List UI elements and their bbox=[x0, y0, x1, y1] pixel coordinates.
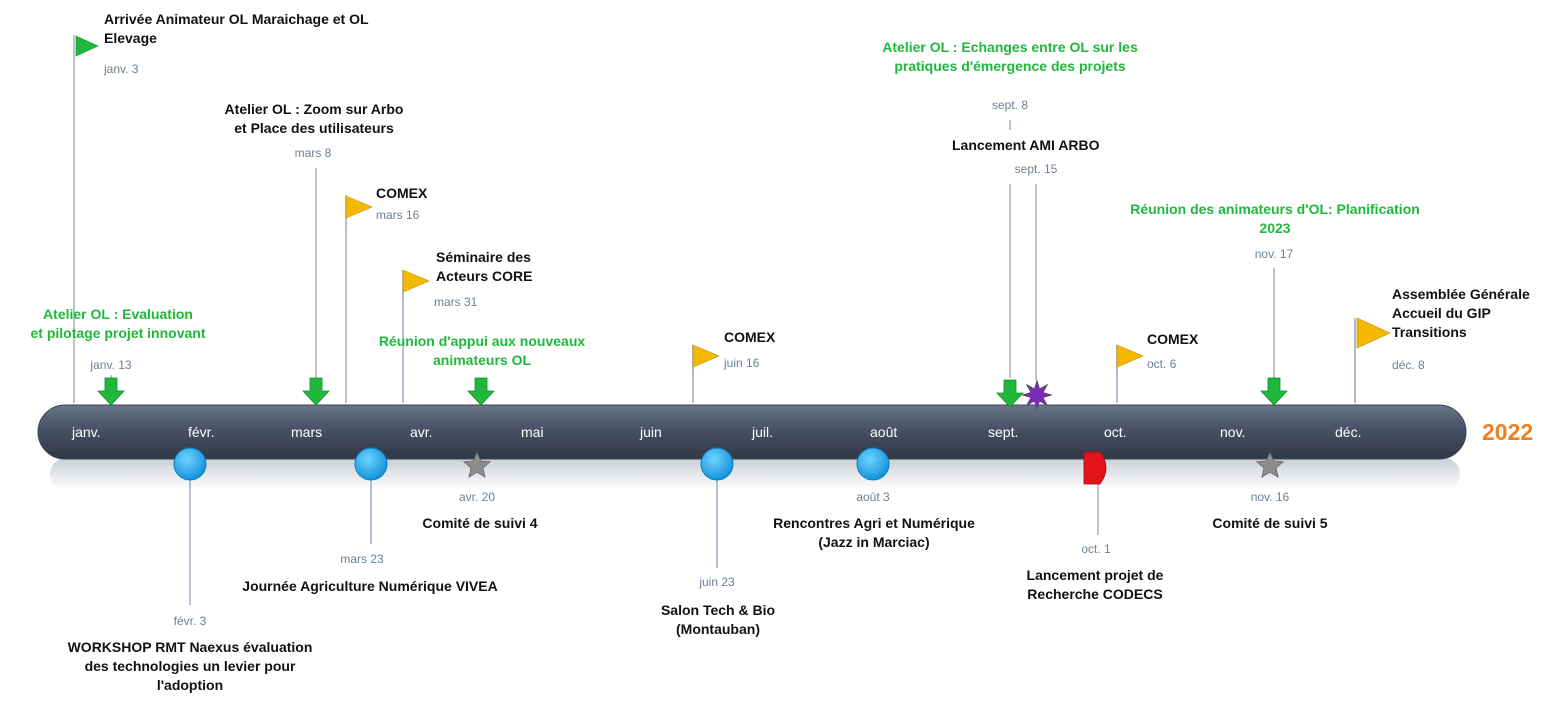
event-title: Réunion des animateurs d'OL: Planificati… bbox=[1090, 200, 1460, 238]
event-title-line: 2023 bbox=[1259, 220, 1291, 236]
event-title-line: Arrivée Animateur OL Maraichage et OL bbox=[104, 11, 369, 27]
event-title-line: Atelier OL : Evaluation bbox=[43, 306, 193, 322]
event-date: nov. 17 bbox=[1254, 247, 1294, 261]
month-label-feb: févr. bbox=[188, 424, 215, 440]
green-flag-icon bbox=[75, 35, 99, 57]
green-arrow-icon bbox=[97, 377, 125, 406]
event-date: oct. 6 bbox=[1147, 357, 1177, 371]
timeline-bar bbox=[37, 404, 1467, 460]
green-arrow-icon bbox=[996, 379, 1024, 408]
red-shape-icon bbox=[1083, 451, 1107, 485]
yellow-flag-icon bbox=[1116, 344, 1144, 368]
event-date: juin 23 bbox=[699, 575, 735, 589]
event-title-line: Atelier OL : Zoom sur Arbo bbox=[224, 101, 404, 117]
event-date: mars 31 bbox=[434, 295, 478, 309]
event-date: juin 16 bbox=[724, 356, 760, 370]
event-title-line: Assemblée Générale bbox=[1392, 286, 1530, 302]
event-title-line: Elevage bbox=[104, 30, 157, 46]
purple-star-icon bbox=[1020, 378, 1054, 412]
blue-circle-icon bbox=[700, 447, 734, 481]
green-arrow-icon bbox=[1260, 377, 1288, 406]
event-date: nov. 16 bbox=[1250, 490, 1290, 504]
event-title-line: Accueil du GIP bbox=[1392, 305, 1491, 321]
event-title-line: (Montauban) bbox=[676, 621, 760, 637]
blue-circle-icon bbox=[173, 447, 207, 481]
event-title-line: Réunion d'appui aux nouveaux bbox=[378, 333, 586, 349]
event-title: Atelier OL : Zoom sur Arbo et Place des … bbox=[200, 100, 428, 138]
event-title: Séminaire des Acteurs CORE bbox=[436, 248, 532, 286]
year-label: 2022 bbox=[1482, 419, 1534, 445]
event-date: févr. 3 bbox=[173, 614, 207, 628]
event-title-line: Salon Tech & Bio bbox=[660, 602, 776, 618]
event-title-line: Acteurs CORE bbox=[436, 268, 533, 284]
event-date: sept. 8 bbox=[991, 98, 1029, 112]
event-title-line: Recherche CODECS bbox=[1027, 586, 1163, 602]
event-title: Comité de suivi 4 bbox=[422, 515, 538, 531]
event-title: Atelier OL : Echanges entre OL sur les p… bbox=[860, 38, 1160, 76]
event-date: août 3 bbox=[856, 490, 890, 504]
event-date: sept. 15 bbox=[1014, 162, 1058, 176]
yellow-flag-icon bbox=[1356, 317, 1391, 349]
event-date: janv. 13 bbox=[90, 358, 132, 372]
event-title-line: et pilotage projet innovant bbox=[30, 325, 206, 341]
timeline-bar-shadow bbox=[50, 458, 1460, 490]
event-title: Assemblée Générale Accueil du GIP Transi… bbox=[1392, 285, 1530, 342]
event-title-line: WORKSHOP RMT Naexus évaluation bbox=[67, 639, 313, 655]
event-title-line: et Place des utilisateurs bbox=[234, 120, 394, 136]
event-title-line: animateurs OL bbox=[432, 352, 532, 368]
event-title: Rencontres Agri et Numérique (Jazz in Ma… bbox=[730, 514, 1018, 552]
yellow-flag-icon bbox=[692, 344, 720, 368]
event-title-line: (Jazz in Marciac) bbox=[818, 534, 930, 550]
month-label-may: mai bbox=[521, 424, 544, 440]
month-label-apr: avr. bbox=[410, 424, 433, 440]
event-title-line: Séminaire des bbox=[436, 249, 531, 265]
event-title-line: Rencontres Agri et Numérique bbox=[773, 515, 975, 531]
event-title-line: des technologies un levier pour bbox=[84, 658, 296, 674]
event-title-line: Lancement projet de bbox=[1026, 567, 1164, 583]
event-title-line: Atelier OL : Echanges entre OL sur les bbox=[882, 39, 1138, 55]
event-title: Réunion d'appui aux nouveaux animateurs … bbox=[354, 332, 610, 370]
gray-star-icon bbox=[462, 451, 492, 478]
event-date: mars 8 bbox=[294, 146, 332, 160]
month-label-jan: janv. bbox=[72, 424, 101, 440]
month-label-oct: oct. bbox=[1104, 424, 1127, 440]
month-label-aug: août bbox=[870, 424, 898, 440]
event-title: COMEX bbox=[376, 185, 428, 201]
yellow-flag-icon bbox=[345, 195, 373, 219]
event-date: mars 23 bbox=[340, 552, 384, 566]
event-title-line: l'adoption bbox=[156, 677, 224, 693]
event-title-line: Transitions bbox=[1392, 324, 1467, 340]
month-label-mar: mars bbox=[291, 424, 323, 440]
event-date: mars 16 bbox=[376, 208, 420, 222]
month-label-jul: juil. bbox=[752, 424, 774, 440]
month-label-jun: juin bbox=[640, 424, 662, 440]
month-label-nov: nov. bbox=[1220, 424, 1246, 440]
event-title: Lancement AMI ARBO bbox=[952, 137, 1100, 153]
event-date: déc. 8 bbox=[1392, 358, 1425, 372]
event-date: janv. 3 bbox=[104, 62, 139, 76]
event-title: Arrivée Animateur OL Maraichage et OL El… bbox=[104, 10, 369, 48]
month-label-dec: déc. bbox=[1335, 424, 1362, 440]
month-label-sep: sept. bbox=[988, 424, 1019, 440]
gray-star-icon bbox=[1255, 451, 1285, 478]
event-title-line: pratiques d'émergence des projets bbox=[894, 58, 1126, 74]
event-title: WORKSHOP RMT Naexus évaluation des techn… bbox=[30, 638, 350, 695]
blue-circle-icon bbox=[354, 447, 388, 481]
yellow-flag-icon bbox=[402, 269, 430, 293]
event-title: Lancement projet de Recherche CODECS bbox=[990, 566, 1200, 604]
event-title: COMEX bbox=[724, 329, 776, 345]
green-arrow-icon bbox=[467, 377, 495, 406]
blue-circle-icon bbox=[856, 447, 890, 481]
event-date: oct. 1 bbox=[1081, 542, 1111, 556]
event-title-line: Réunion des animateurs d'OL: Planificati… bbox=[1130, 201, 1420, 217]
event-title: Comité de suivi 5 bbox=[1212, 515, 1328, 531]
event-title: Salon Tech & Bio (Montauban) bbox=[600, 601, 836, 639]
event-title: Atelier OL : Evaluation et pilotage proj… bbox=[0, 305, 236, 343]
green-arrow-icon bbox=[302, 377, 330, 406]
event-date: avr. 20 bbox=[458, 490, 496, 504]
event-title: Journée Agriculture Numérique VIVEA bbox=[242, 578, 498, 594]
event-title: COMEX bbox=[1147, 331, 1199, 347]
